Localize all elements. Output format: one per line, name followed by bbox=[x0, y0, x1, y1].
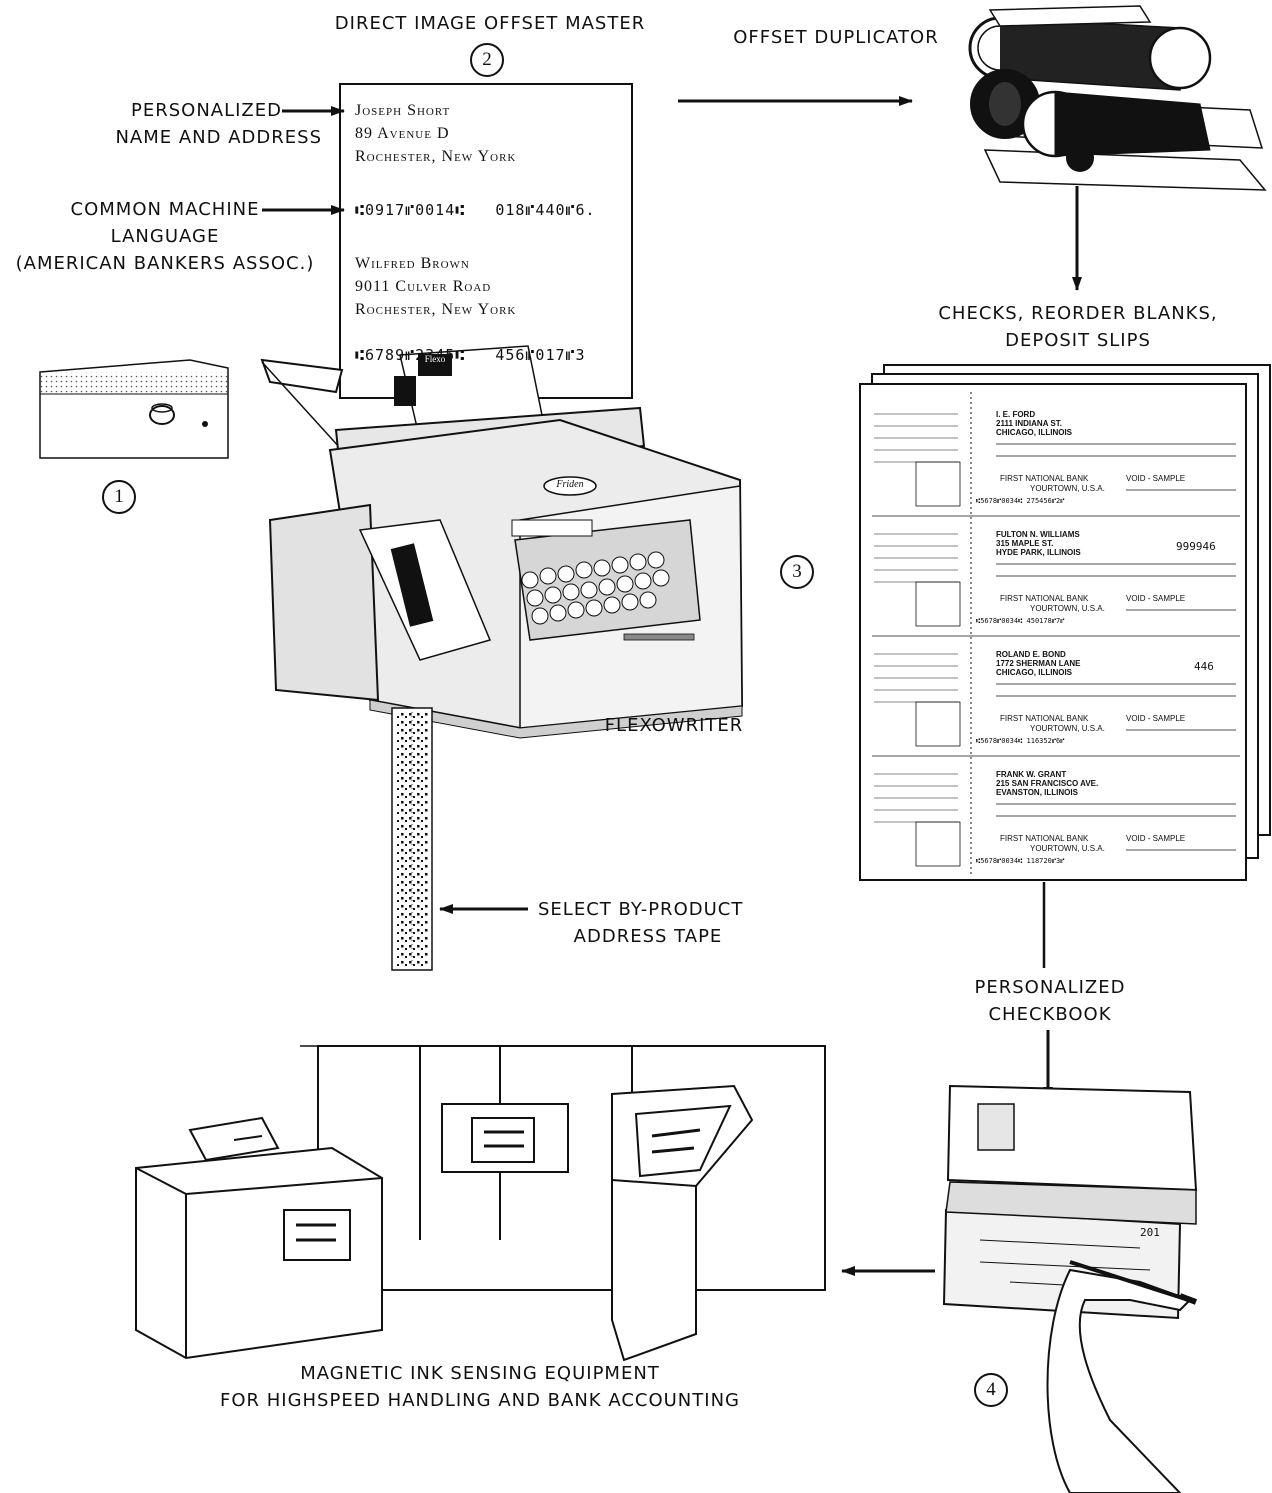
step-4-marker: 4 bbox=[974, 1373, 1008, 1407]
check-1-addr2: CHICAGO, ILLINOIS bbox=[996, 428, 1072, 437]
magnetic-ink-equipment-icon bbox=[136, 1046, 825, 1360]
master-rec1-name: Joseph Short bbox=[355, 99, 516, 122]
label-flexowriter: FLEXOWRITER bbox=[594, 712, 754, 740]
master-rec2-micr: ⑆6789⑈2345⑆ 456⑈017⑈3 bbox=[355, 346, 586, 364]
master-rec1-addr1: 89 Avenue D bbox=[355, 122, 516, 145]
check-4-addr1: 215 SAN FRANCISCO AVE. bbox=[996, 779, 1098, 788]
check-4-micr: ⑆5678⑈0034⑆ 118720⑈3⑈ bbox=[976, 857, 1064, 865]
punched-card-icon bbox=[40, 360, 228, 458]
check-3-number: 446 bbox=[1194, 660, 1214, 673]
check-3-void: VOID - SAMPLE bbox=[1126, 714, 1185, 723]
label-common-machine-3: (AMERICAN BANKERS ASSOC.) bbox=[0, 250, 330, 278]
label-checks-2: DEPOSIT SLIPS bbox=[918, 327, 1238, 355]
step-2-marker: 2 bbox=[470, 43, 504, 77]
master-rec2-addr2: Rochester, New York bbox=[355, 298, 516, 321]
check-3-name: ROLAND E. BOND bbox=[996, 650, 1066, 659]
offset-duplicator-icon bbox=[970, 6, 1265, 190]
check-3-town: YOURTOWN, U.S.A. bbox=[1030, 724, 1105, 733]
label-direct-image-master: DIRECT IMAGE OFFSET MASTER bbox=[310, 10, 670, 38]
master-rec1-addr2: Rochester, New York bbox=[355, 145, 516, 168]
checkbook-check-number: 201 bbox=[1140, 1226, 1160, 1239]
writing-hand-icon bbox=[1048, 1262, 1197, 1493]
punched-tape-icon bbox=[392, 708, 432, 970]
label-offset-duplicator: OFFSET DUPLICATOR bbox=[716, 24, 956, 52]
check-2-number: 999946 bbox=[1176, 540, 1216, 553]
check-1-town: YOURTOWN, U.S.A. bbox=[1030, 484, 1105, 493]
check-4-name: FRANK W. GRANT bbox=[996, 770, 1066, 779]
label-common-machine-1: COMMON MACHINE bbox=[40, 196, 290, 224]
check-2-town: YOURTOWN, U.S.A. bbox=[1030, 604, 1105, 613]
label-checkbook-1: PERSONALIZED bbox=[940, 974, 1160, 1002]
master-record-1: Joseph Short 89 Avenue D Rochester, New … bbox=[355, 99, 516, 168]
master-rec1-micr: ⑆0917⑈0014⑆ 018⑈440⑈6. bbox=[355, 201, 596, 219]
check-3-bank: FIRST NATIONAL BANK bbox=[1000, 714, 1088, 723]
label-select-tape-2: ADDRESS TAPE bbox=[538, 923, 758, 951]
check-4-town: YOURTOWN, U.S.A. bbox=[1030, 844, 1105, 853]
step-1-marker: 1 bbox=[102, 480, 136, 514]
check-1-micr: ⑆5678⑈0034⑆ 275456⑈2⑈ bbox=[976, 497, 1064, 505]
check-1-void: VOID - SAMPLE bbox=[1126, 474, 1185, 483]
master-rec2-addr1: 9011 Culver Road bbox=[355, 275, 516, 298]
check-1-name: I. E. FORD bbox=[996, 410, 1035, 419]
check-2-micr: ⑆5678⑈0034⑆ 450178⑈7⑈ bbox=[976, 617, 1064, 625]
check-3-micr: ⑆5678⑈0034⑆ 116352⑈6⑈ bbox=[976, 737, 1064, 745]
label-personalized-2: NAME AND ADDRESS bbox=[60, 124, 322, 152]
label-common-machine-2: LANGUAGE bbox=[40, 223, 290, 251]
master-record-2: Wilfred Brown 9011 Culver Road Rochester… bbox=[355, 252, 516, 321]
check-4-addr2: EVANSTON, ILLINOIS bbox=[996, 788, 1078, 797]
label-personalized-1: PERSONALIZED bbox=[60, 97, 282, 125]
check-3-addr2: CHICAGO, ILLINOIS bbox=[996, 668, 1072, 677]
check-2-void: VOID - SAMPLE bbox=[1126, 594, 1185, 603]
step-3-marker: 3 bbox=[780, 555, 814, 589]
flexowriter-brand: Friden bbox=[552, 479, 588, 490]
check-2-addr1: 315 MAPLE ST. bbox=[996, 539, 1053, 548]
check-2-name: FULTON N. WILLIAMS bbox=[996, 530, 1080, 539]
check-4-bank: FIRST NATIONAL BANK bbox=[1000, 834, 1088, 843]
label-magnetic-1: MAGNETIC INK SENSING EQUIPMENT bbox=[180, 1360, 780, 1388]
flexowriter-badge: Flexo bbox=[418, 354, 452, 376]
label-checks-1: CHECKS, REORDER BLANKS, bbox=[918, 300, 1238, 328]
check-2-addr2: HYDE PARK, ILLINOIS bbox=[996, 548, 1081, 557]
flexowriter-icon bbox=[262, 346, 742, 738]
master-rec2-name: Wilfred Brown bbox=[355, 252, 516, 275]
check-4-void: VOID - SAMPLE bbox=[1126, 834, 1185, 843]
check-3-addr1: 1772 SHERMAN LANE bbox=[996, 659, 1080, 668]
check-sheets-stack bbox=[860, 365, 1270, 880]
label-magnetic-2: FOR HIGHSPEED HANDLING AND BANK ACCOUNTI… bbox=[180, 1387, 780, 1415]
check-2-bank: FIRST NATIONAL BANK bbox=[1000, 594, 1088, 603]
label-select-tape-1: SELECT BY-PRODUCT bbox=[538, 896, 768, 924]
label-checkbook-2: CHECKBOOK bbox=[940, 1001, 1160, 1029]
check-1-bank: FIRST NATIONAL BANK bbox=[1000, 474, 1088, 483]
check-1-addr1: 2111 INDIANA ST. bbox=[996, 419, 1062, 428]
